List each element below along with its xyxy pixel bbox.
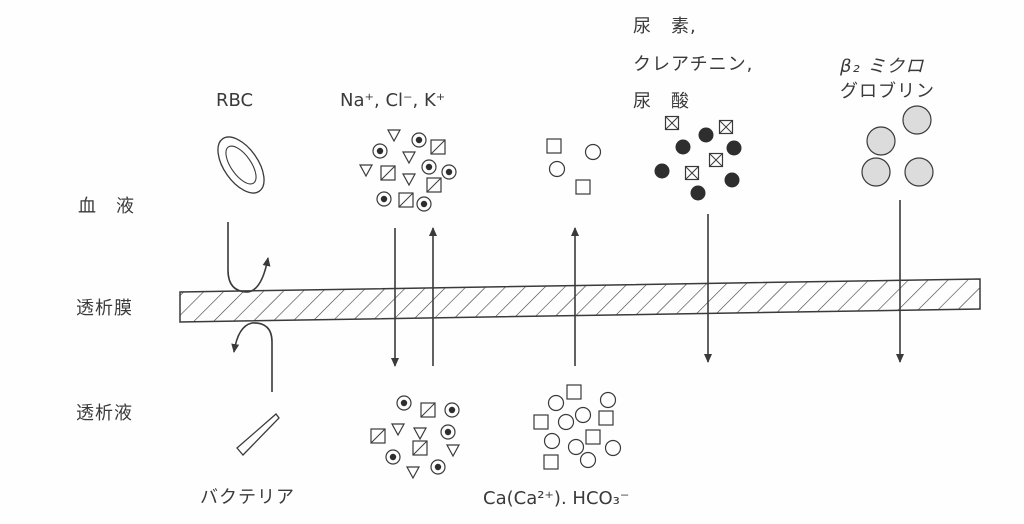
circled-dot-icon bbox=[421, 159, 437, 175]
crossed-square-icon bbox=[684, 165, 700, 181]
triangle-icon bbox=[390, 423, 406, 437]
large-protein-circle-icon bbox=[902, 105, 932, 135]
calcium-bicarbonate-label: Ca(Ca²⁺). HCO₃⁻ bbox=[483, 488, 629, 509]
slashed-square-icon bbox=[380, 165, 396, 181]
membrane-label: 透析膜 bbox=[76, 298, 133, 319]
crossed-square-icon bbox=[664, 115, 680, 131]
uric-acid-label: 尿 酸 bbox=[633, 91, 690, 112]
solid-circle-icon bbox=[675, 139, 691, 155]
circled-dot-icon bbox=[385, 449, 401, 465]
electrolytes-label: Na⁺, Cl⁻, K⁺ bbox=[340, 90, 445, 111]
triangle-icon bbox=[405, 466, 421, 480]
circle-icon bbox=[548, 160, 566, 178]
slashed-square-icon bbox=[430, 139, 446, 155]
crossed-square-icon bbox=[718, 119, 734, 135]
circle-icon bbox=[599, 391, 617, 409]
triangle-icon bbox=[401, 151, 417, 165]
triangle-icon bbox=[386, 129, 402, 143]
slashed-square-icon bbox=[370, 428, 386, 444]
circled-dot-icon bbox=[416, 196, 432, 212]
urea-label: 尿 素, bbox=[633, 16, 697, 37]
square-icon bbox=[585, 429, 601, 445]
circled-dot-icon bbox=[372, 143, 388, 159]
circled-dot-icon bbox=[444, 402, 460, 418]
red-blood-cell-icon bbox=[217, 136, 265, 194]
dialysis-membrane bbox=[179, 278, 981, 323]
crossed-square-icon bbox=[708, 152, 724, 168]
circled-dot-icon bbox=[411, 132, 427, 148]
bacteria-icon bbox=[236, 413, 280, 456]
circle-icon bbox=[579, 451, 597, 469]
circled-dot-icon bbox=[440, 424, 456, 440]
triangle-icon bbox=[412, 427, 428, 441]
particles bbox=[358, 105, 934, 480]
circle-icon bbox=[567, 438, 585, 456]
slashed-square-icon bbox=[426, 177, 442, 193]
solid-circle-icon bbox=[654, 163, 670, 179]
circled-dot-icon bbox=[396, 395, 412, 411]
creatinine-label: クレアチニン, bbox=[633, 54, 753, 75]
rbc-rejected-arrow bbox=[227, 222, 271, 293]
dialysate-label: 透析液 bbox=[76, 403, 133, 424]
large-protein-circle-icon bbox=[866, 126, 896, 156]
bacteria-rejected-arrow bbox=[231, 322, 273, 392]
slashed-square-icon bbox=[420, 402, 436, 418]
slashed-square-icon bbox=[398, 192, 414, 208]
solid-circle-icon bbox=[726, 140, 742, 156]
circled-dot-icon bbox=[376, 191, 392, 207]
square-icon bbox=[566, 384, 582, 400]
circle-icon bbox=[604, 439, 622, 457]
square-icon bbox=[598, 410, 614, 426]
circle-icon bbox=[543, 432, 561, 450]
slashed-square-icon bbox=[412, 440, 428, 456]
circled-dot-icon bbox=[441, 164, 457, 180]
solid-circle-icon bbox=[724, 172, 740, 188]
solid-circle-icon bbox=[690, 185, 706, 201]
square-icon bbox=[543, 454, 559, 470]
b2-microglobulin-label-2: グロブリン bbox=[840, 80, 935, 102]
circle-icon bbox=[547, 394, 565, 412]
circle-icon bbox=[574, 406, 592, 424]
square-icon bbox=[533, 414, 549, 430]
circle-icon bbox=[557, 413, 575, 431]
b2-microglobulin-label-1: β₂ ミクロ bbox=[839, 56, 924, 77]
circle-icon bbox=[584, 143, 602, 161]
large-protein-circle-icon bbox=[904, 157, 934, 187]
triangle-icon bbox=[358, 164, 374, 178]
bacteria-label: バクテリア bbox=[200, 487, 295, 508]
blood-label: 血 液 bbox=[78, 196, 135, 217]
rbc-label: RBC bbox=[216, 90, 253, 111]
square-icon bbox=[575, 179, 591, 195]
square-icon bbox=[546, 138, 562, 154]
solid-circle-icon bbox=[698, 127, 714, 143]
large-protein-circle-icon bbox=[861, 157, 891, 187]
triangle-icon bbox=[445, 444, 461, 458]
triangle-icon bbox=[401, 173, 417, 187]
circled-dot-icon bbox=[430, 459, 446, 475]
